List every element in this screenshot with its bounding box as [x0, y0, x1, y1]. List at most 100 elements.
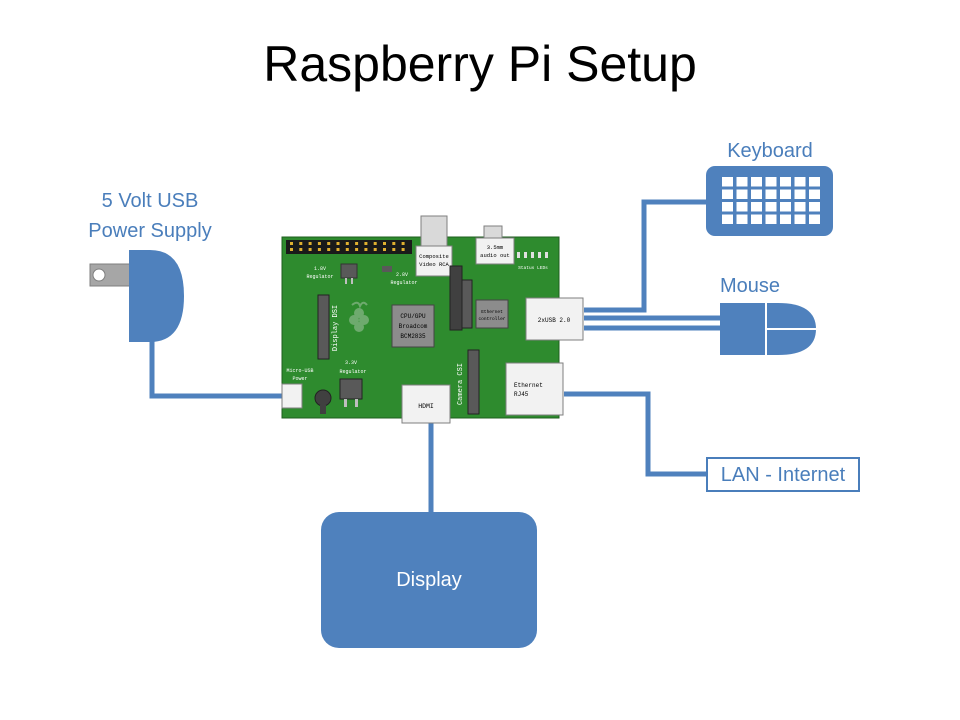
keyboard-key	[736, 177, 748, 187]
cpu-text-3: BCM2835	[400, 333, 426, 340]
keyboard-key	[780, 177, 791, 187]
status-leds-text: Status LEDs	[518, 265, 548, 271]
eth-ctrl-text-2: controller	[478, 316, 505, 322]
keyboard-key	[736, 202, 748, 212]
lan-cable	[564, 391, 706, 477]
gpio-pin	[383, 242, 386, 245]
display-dsi-text: Display DSI	[332, 305, 340, 351]
hdmi-port-icon	[401, 384, 451, 424]
regulator-28-icon	[382, 266, 392, 272]
keyboard-key	[751, 214, 762, 224]
gpio-pin	[299, 242, 303, 245]
raspberry-logo-icon	[349, 301, 369, 332]
hdmi-text: HDMI	[418, 403, 434, 410]
gpio-pin	[327, 248, 331, 251]
micro-usb-text-2: Power	[292, 376, 307, 382]
cables	[149, 199, 720, 512]
status-leds-icon	[517, 252, 548, 258]
gpio-pin	[355, 248, 359, 251]
gpio-pin	[383, 248, 386, 251]
regulator-33-icon	[339, 378, 363, 400]
ethernet-text-2: RJ45	[514, 391, 529, 398]
keyboard-key	[809, 202, 820, 212]
keyboard-key	[765, 177, 777, 187]
display-dsi-connector	[317, 294, 330, 360]
composite-text-2: Video RCA	[419, 261, 449, 268]
composite-connector-icon	[420, 215, 448, 249]
keyboard-key	[809, 189, 820, 199]
keyboard-icon	[706, 166, 833, 236]
ethernet-text-1: Ethernet	[514, 382, 543, 389]
keyboard-key	[765, 202, 777, 212]
gpio-pin	[290, 242, 293, 245]
gpio-pin	[364, 242, 368, 245]
gpio-pin	[336, 248, 340, 251]
keyboard-key	[736, 214, 748, 224]
audio-text-1: 3.5mm	[487, 244, 504, 251]
gpio-pin	[364, 248, 368, 251]
keyboard-key	[751, 202, 762, 212]
keyboard-key	[751, 189, 762, 199]
keyboard-key	[794, 189, 806, 199]
eth-ctrl-text-1: Ethernet	[481, 309, 503, 315]
power-supply-label: 5 Volt USB Power Supply	[60, 186, 240, 246]
gpio-pin	[317, 242, 321, 245]
regulator-18-icon	[340, 263, 358, 279]
power-plug-icon	[89, 250, 184, 342]
keyboard-key	[765, 214, 777, 224]
gpio-pin	[308, 242, 312, 245]
keyboard-key	[722, 177, 733, 187]
gpio-pin	[373, 242, 377, 245]
power-supply-label-line2: Power Supply	[88, 220, 212, 242]
micro-usb-port-icon	[281, 383, 303, 409]
keyboard-key	[765, 189, 777, 199]
reg18-text-1: 1.8V	[314, 266, 326, 272]
camera-csi-connector	[467, 349, 480, 415]
keyboard-cable	[584, 199, 706, 313]
gpio-header-icon	[286, 240, 412, 254]
slide-title: Raspberry Pi Setup	[263, 36, 697, 92]
gpio-pin	[317, 248, 321, 251]
mouse-label: Mouse	[719, 275, 781, 297]
gpio-pin	[308, 248, 312, 251]
reg28-text-2: Regulator	[390, 280, 417, 286]
raspberry-pi-board: Composite Video RCA 3.5mm audio out Stat…	[281, 215, 584, 424]
keyboard-key	[780, 202, 791, 212]
keyboard-key	[780, 214, 791, 224]
gpio-pin	[336, 242, 340, 245]
keyboard-key	[780, 189, 791, 199]
keyboard-key	[794, 202, 806, 212]
display-box: Display	[321, 512, 537, 648]
keyboard-key	[751, 177, 762, 187]
keyboard-key	[722, 214, 733, 224]
keyboard-key	[722, 202, 733, 212]
composite-text-1: Composite	[419, 253, 449, 260]
usb-text: 2xUSB 2.0	[538, 317, 571, 324]
reg18-text-2: Regulator	[306, 274, 333, 280]
gpio-pin	[327, 242, 331, 245]
reg33-text-2: Regulator	[339, 369, 366, 375]
ethernet-controller-icon	[475, 299, 509, 329]
display-label: Display	[396, 568, 462, 591]
keyboard-key	[809, 214, 820, 224]
keyboard-key	[722, 189, 733, 199]
reg33-text-1: 3.3V	[345, 360, 357, 366]
keyboard-key	[794, 177, 806, 187]
gpio-pin	[299, 248, 303, 251]
lan-internet-box: LAN - Internet	[706, 457, 860, 492]
cpu-text-1: CPU/GPU	[400, 313, 426, 320]
keyboard-label: Keyboard	[727, 140, 813, 162]
usb-port-icon	[525, 297, 584, 341]
gpio-pin	[373, 248, 377, 251]
power-supply-label-line1: 5 Volt USB	[101, 190, 199, 212]
gpio-pin	[290, 248, 293, 251]
jtag-header-icon	[449, 265, 463, 331]
cpu-text-2: Broadcom	[399, 323, 428, 330]
power-cable	[149, 340, 282, 399]
audio-label-box	[475, 237, 515, 265]
keyboard-key	[794, 214, 806, 224]
gpio-pin	[345, 242, 349, 245]
keyboard-key	[809, 177, 820, 187]
gpio-pin	[392, 242, 396, 245]
